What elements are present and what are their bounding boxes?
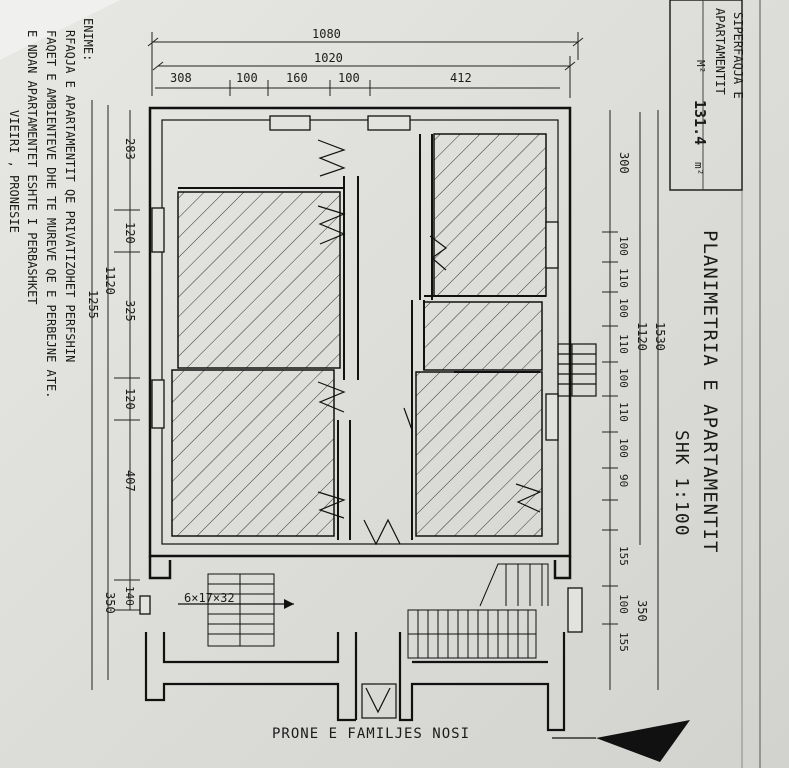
dim-right-seg-1: 300 [617, 152, 631, 174]
dim-top-total: 1080 [312, 27, 341, 41]
paper-fold-corner [0, 0, 120, 60]
balcony-right [557, 343, 597, 397]
dim-left-seg-6: 140 [123, 586, 136, 606]
dim-right-seg-10: 155 [617, 546, 630, 566]
notes-line-2: RFAQJA E APARTAMENTIT QE PRIVATIZOHET PE… [63, 30, 77, 362]
dim-left-seg-5: 407 [123, 470, 137, 492]
notes-block: ENIME: RFAQJA E APARTAMENTIT QE PRIVATIZ… [7, 18, 95, 398]
room-left-upper [177, 191, 341, 369]
dim-right-bottom: 350 [635, 600, 649, 622]
area-value: 131.4 [691, 100, 709, 145]
notes-line-5: VIEIRI , PRONESIE [7, 110, 21, 233]
dim-left-bottom: 350 [103, 592, 117, 614]
dim-right-seg-6: 100 [617, 368, 630, 388]
room-right-upper [433, 133, 547, 297]
dim-right-seg-4: 100 [617, 298, 630, 318]
lower-windows [139, 587, 583, 633]
dim-top-seg-5: 412 [450, 71, 472, 85]
stair-label: 6×17×32 [184, 591, 235, 605]
dim-top-inner: 1020 [314, 51, 343, 65]
owner-label: PRONE E FAMILJES NOSI [272, 726, 470, 742]
plan-title: PLANIMETRIA E APARTAMENTIT [699, 230, 721, 553]
notes-line-3: FAQET E AMBIENTEVE DHE TE MUREVE QE E PE… [44, 30, 58, 398]
dim-right-seg-8: 100 [617, 438, 630, 458]
top-windows [269, 115, 411, 131]
dim-top-seg-1: 308 [170, 71, 192, 85]
dim-top-seg-2: 100 [236, 71, 258, 85]
notes-line-4: E NDAN APARTAMENTET ESHTE I PERBASHKET [25, 30, 39, 305]
dim-right-total-1: 1120 [635, 322, 649, 351]
right-stair-treads [407, 563, 549, 659]
area-title-line-1: SIPERFAQJA E [731, 12, 745, 99]
dim-left-total-1: 1120 [103, 266, 117, 295]
room-right-lower [415, 371, 543, 537]
dim-left-seg-1: 283 [123, 138, 137, 160]
side-windows [151, 207, 559, 441]
area-title-block: SIPERFAQJA E APARTAMENTIT M² 131.4 m² [669, 0, 745, 191]
area-title-line-2: APARTAMENTIT [713, 8, 727, 95]
dim-right-seg-9: 90 [617, 474, 630, 487]
dim-right-seg-5: 110 [617, 334, 630, 354]
area-unit-prefix: M² [694, 60, 707, 73]
dim-right-total-2: 1530 [653, 322, 667, 351]
dim-right-seg-12: 155 [617, 632, 630, 652]
dim-left-seg-3: 325 [123, 300, 137, 322]
left-dimensions [91, 100, 140, 690]
right-dimensions [602, 110, 659, 690]
dim-left-seg-2: 120 [123, 222, 137, 244]
room-left-lower [171, 369, 335, 537]
stair-direction: 6×17×32 [178, 591, 294, 609]
dim-right-seg-3: 110 [617, 268, 630, 288]
top-dimensions [147, 32, 584, 98]
north-arrow-icon [596, 720, 690, 762]
dim-right-seg-2: 100 [617, 236, 630, 256]
dim-top-seg-3: 160 [286, 71, 308, 85]
dim-top-seg-4: 100 [338, 71, 360, 85]
notes-line-1: ENIME: [81, 18, 95, 61]
room-right-middle [423, 301, 543, 371]
dim-left-seg-4: 120 [123, 388, 137, 410]
door-swings [317, 139, 542, 546]
dim-right-seg-11: 100 [617, 594, 630, 614]
dim-left-total-2: 1255 [86, 290, 100, 319]
interior-partitions [162, 134, 558, 557]
plan-heading: PLANIMETRIA E APARTAMENTIT SHK 1:100 [671, 230, 721, 553]
dim-right-seg-7: 110 [617, 402, 630, 422]
stair-arrow-head [284, 599, 294, 609]
plan-scale: SHK 1:100 [671, 430, 692, 537]
hatched-rooms [171, 133, 547, 537]
area-unit-suffix: m² [692, 162, 705, 175]
stair-block [144, 632, 566, 732]
